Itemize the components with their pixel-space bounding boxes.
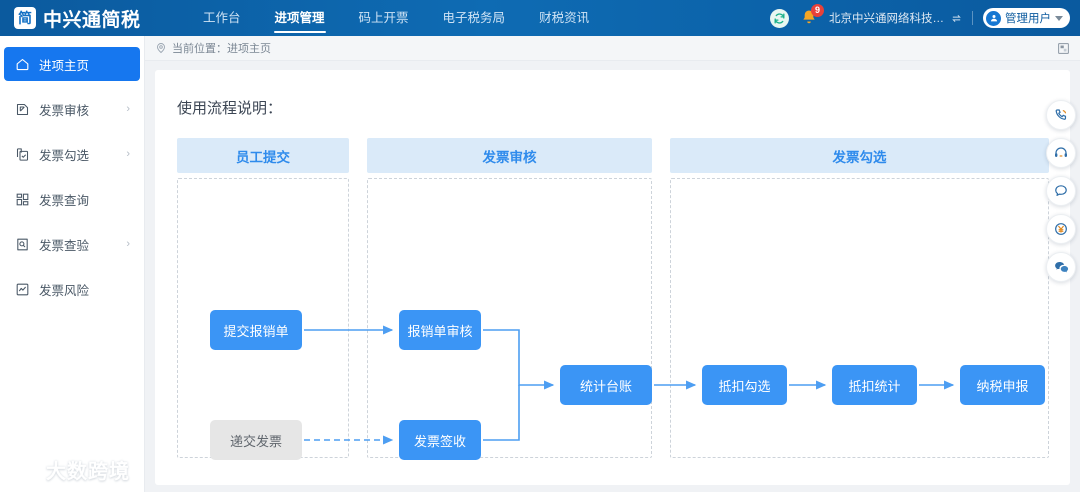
page-title: 使用流程说明： <box>177 100 283 117</box>
brand-logo[interactable]: 简 中兴通简税 <box>0 5 160 32</box>
user-name: 管理用户 <box>1005 13 1051 25</box>
sidebar-arrow: › <box>126 148 130 160</box>
top-header-bar: 简 中兴通简税 工作台 进项管理 码上开票 电子税务局 财税资讯 <box>0 0 1080 36</box>
process-flow-diagram: 员工提交 发票审核 发票勾选 <box>177 138 1049 460</box>
edit-square-icon <box>14 101 30 117</box>
check-copy-icon <box>14 146 30 162</box>
breadcrumb: 当前位置：进项主页 <box>145 36 1080 61</box>
sidebar-label: 发票审核 <box>39 103 90 118</box>
flow-node-deliver-invoice: 递交发票 <box>210 420 302 460</box>
divider <box>972 11 973 25</box>
home-icon <box>14 56 30 72</box>
wechat-icon[interactable] <box>1046 252 1076 282</box>
sidebar-item-input-home[interactable]: 进项主页 <box>4 47 140 81</box>
flow-column-employee-submit: 员工提交 <box>177 138 349 458</box>
spacer <box>0 261 144 272</box>
sidebar-item-invoice-query[interactable]: 发票查询 <box>4 182 140 216</box>
sidebar-label: 发票查询 <box>39 193 90 208</box>
sidebar-item-invoice-verify[interactable]: 发票查验 › <box>4 227 140 261</box>
flow-column-invoice-selection: 发票勾选 <box>670 138 1049 458</box>
company-switcher[interactable]: 北京中兴通网络科技股... <box>829 10 962 26</box>
chevron-down-icon <box>1055 15 1063 21</box>
fullscreen-icon[interactable] <box>1057 42 1070 55</box>
flow-node-deduction-statistics[interactable]: 抵扣统计 <box>832 365 917 405</box>
topnav-item-code-invoicing[interactable]: 码上开票 <box>358 11 409 25</box>
doc-search-icon <box>14 236 30 252</box>
flow-column-invoice-review: 发票审核 <box>367 138 652 458</box>
top-navigation: 工作台 进项管理 码上开票 电子税务局 财税资讯 <box>186 0 606 36</box>
floating-service-dock <box>1046 100 1076 282</box>
headset-service-icon[interactable] <box>1046 138 1076 168</box>
user-avatar-icon <box>986 10 1001 26</box>
location-pin-icon <box>157 43 165 54</box>
column-title: 发票审核 <box>367 138 652 173</box>
sidebar-item-invoice-risk[interactable]: 发票风险 <box>4 272 140 306</box>
sync-icon[interactable] <box>770 8 789 28</box>
yuan-coin-icon[interactable] <box>1046 214 1076 244</box>
breadcrumb-text: 当前位置：进项主页 <box>172 43 271 55</box>
sidebar-arrow: › <box>126 103 130 115</box>
notification-bell[interactable]: 9 <box>799 4 824 28</box>
main-content: 使用流程说明： 员工提交 发票审核 发票勾选 <box>145 61 1080 492</box>
column-body <box>367 178 652 458</box>
topnav-item-input-management[interactable]: 进项管理 <box>258 0 342 36</box>
grid-icon <box>14 191 30 207</box>
company-name: 北京中兴通网络科技股... <box>829 13 947 25</box>
topnav-item-etax-bureau[interactable]: 电子税务局 <box>442 11 506 25</box>
spacer <box>0 126 144 137</box>
flow-node-submit-expense[interactable]: 提交报销单 <box>210 310 302 350</box>
spacer <box>0 171 144 182</box>
column-title: 员工提交 <box>177 138 349 173</box>
sidebar-item-invoice-review[interactable]: 发票审核 › <box>4 92 140 126</box>
sidebar: 进项主页 发票审核 › 发票勾选 › <box>0 36 145 492</box>
brand-name: 中兴通简税 <box>43 9 141 31</box>
flow-node-statistics-ledger[interactable]: 统计台账 <box>560 365 652 405</box>
topnav-item-tax-news[interactable]: 财税资讯 <box>539 11 590 25</box>
sidebar-label: 进项主页 <box>39 58 90 73</box>
brand-mark-icon: 简 <box>14 7 36 29</box>
sidebar-label: 发票查验 <box>39 238 90 253</box>
flow-node-tax-declaration[interactable]: 纳税申报 <box>960 365 1045 405</box>
flow-node-invoice-receipt[interactable]: 发票签收 <box>399 420 481 460</box>
flow-node-expense-review[interactable]: 报销单审核 <box>399 310 481 350</box>
flow-node-deduction-selection[interactable]: 抵扣勾选 <box>702 365 787 405</box>
sidebar-item-invoice-selection[interactable]: 发票勾选 › <box>4 137 140 171</box>
notification-badge: 9 <box>811 4 824 17</box>
process-card: 使用流程说明： 员工提交 发票审核 发票勾选 <box>155 70 1070 485</box>
user-menu[interactable]: 管理用户 <box>983 8 1070 28</box>
spacer <box>0 36 144 47</box>
column-body <box>670 178 1049 458</box>
spacer <box>0 216 144 227</box>
phone-call-icon[interactable] <box>1046 100 1076 130</box>
switch-company-icon <box>952 14 961 22</box>
column-title: 发票勾选 <box>670 138 1049 173</box>
sidebar-label: 发票风险 <box>39 283 90 298</box>
top-right-tools: 9 北京中兴通网络科技股... 管理用户 <box>770 4 1080 28</box>
sidebar-arrow: › <box>126 238 130 250</box>
chat-bubble-icon[interactable] <box>1046 176 1076 206</box>
sidebar-label: 发票勾选 <box>39 148 90 163</box>
spacer <box>0 81 144 92</box>
topnav-item-workbench[interactable]: 工作台 <box>203 11 241 25</box>
chart-risk-icon <box>14 281 30 297</box>
